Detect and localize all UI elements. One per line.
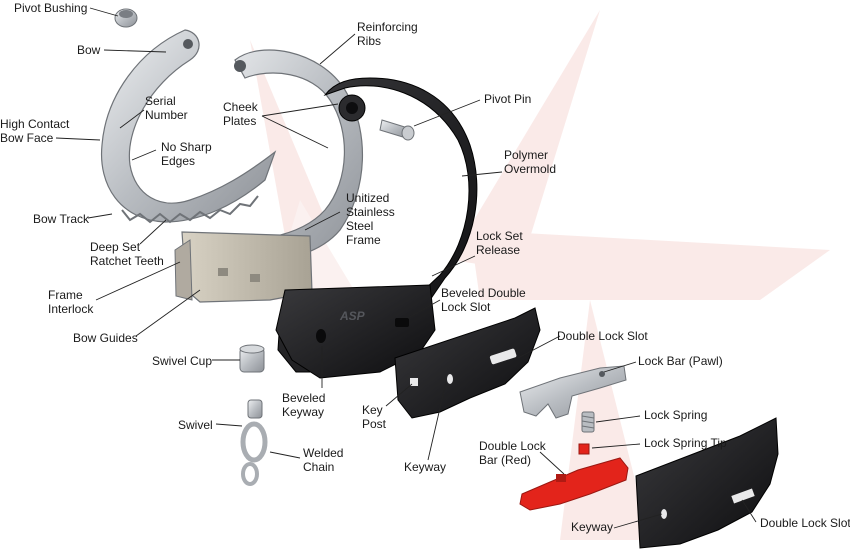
bow [100, 29, 277, 224]
pivot-bushing [114, 8, 138, 28]
label-bow-guides: Bow Guides [73, 331, 138, 345]
cover-plate-upper [394, 307, 541, 419]
label-double-lock-slot-lower: Double Lock Slot [760, 516, 850, 530]
lock-spring-tip [578, 443, 590, 455]
label-pivot-bushing: Pivot Bushing [14, 1, 88, 15]
cover-plate-lower [635, 417, 779, 549]
pivot-pin [379, 119, 415, 141]
lock-spring [581, 411, 595, 433]
leader-lines [55, 7, 757, 529]
label-bow-track: Bow Track [33, 212, 90, 226]
label-bow: Bow [77, 43, 101, 57]
label-double-lock-slot-upper: Double Lock Slot [557, 329, 648, 343]
asp-logo-text: ASP [339, 309, 366, 323]
steel-frame [174, 49, 364, 303]
swivel-and-chain [240, 399, 268, 486]
lock-bar-pawl [519, 365, 627, 419]
label-lock-bar-pawl: Lock Bar (Pawl) [638, 354, 723, 368]
label-swivel-cup: Swivel Cup [152, 354, 213, 368]
label-pivot-pin: Pivot Pin [484, 92, 532, 106]
polymer-overmold: ASP [275, 77, 478, 379]
label-lock-spring: Lock Spring [644, 408, 708, 422]
label-keyway-middle: Keyway [404, 460, 447, 474]
label-lock-spring-tip: Lock Spring Tip [644, 436, 727, 450]
double-lock-bar [519, 457, 629, 511]
label-keyway-lower: Keyway [571, 520, 614, 534]
label-swivel: Swivel [178, 418, 213, 432]
swivel-cup [239, 344, 265, 373]
